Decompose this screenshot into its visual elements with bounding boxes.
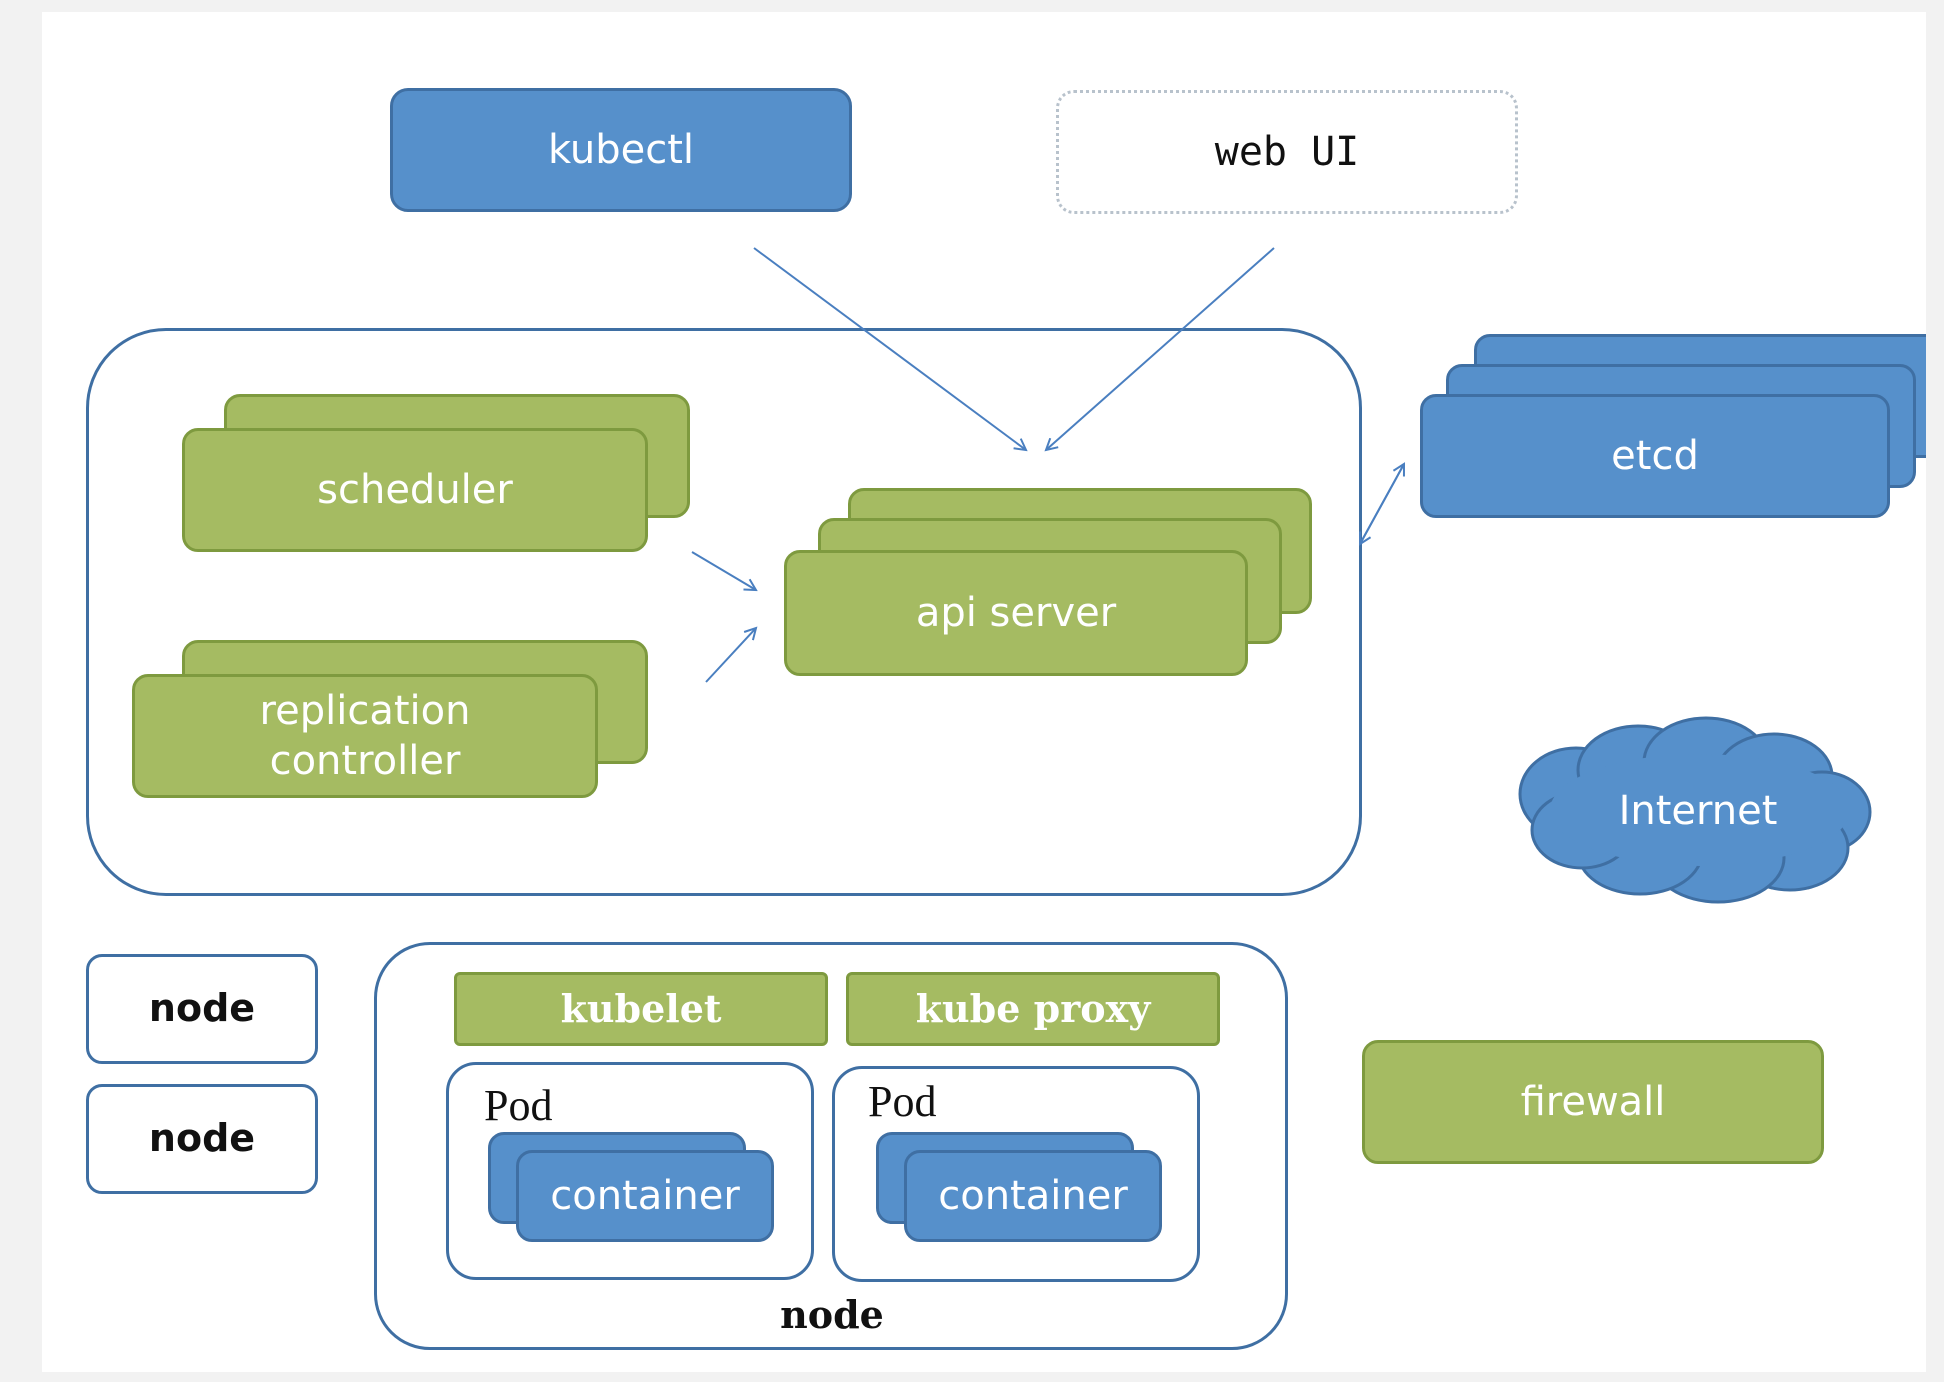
- arrow-api-to-etcd: [1359, 464, 1404, 545]
- web-ui-box: web UI: [1056, 90, 1518, 214]
- etcd-box: etcd: [1420, 394, 1890, 518]
- pod-1-container-label: container: [550, 1173, 740, 1219]
- etcd-label: etcd: [1611, 433, 1699, 479]
- internet-label: Internet: [1618, 788, 1778, 834]
- node-box-2: node: [86, 1084, 318, 1194]
- master-container: [86, 328, 1362, 896]
- scheduler-box: scheduler: [182, 428, 648, 552]
- firewall-label: firewall: [1520, 1079, 1666, 1125]
- node-box-1: node: [86, 954, 318, 1064]
- scheduler-label: scheduler: [317, 467, 513, 513]
- pod-label-2: Pod: [868, 1077, 937, 1126]
- node-label-1: node: [148, 986, 256, 1031]
- pod-2-container-box: container: [904, 1150, 1162, 1242]
- api-server-box: api server: [784, 550, 1248, 676]
- firewall-box: firewall: [1362, 1040, 1824, 1164]
- kube-proxy-label: kube proxy: [915, 986, 1151, 1032]
- kubelet-box: kubelet: [454, 972, 828, 1046]
- kubectl-label: kubectl: [547, 127, 695, 173]
- kube-proxy-box: kube proxy: [846, 972, 1220, 1046]
- architecture-diagram: kubectl web UI scheduler replication con…: [42, 12, 1926, 1372]
- main-node-label: node: [780, 1292, 884, 1337]
- node-label-2: node: [148, 1116, 256, 1161]
- pod-label-1: Pod: [484, 1081, 553, 1130]
- pod-2-container-label: container: [938, 1173, 1128, 1219]
- api-server-label: api server: [915, 590, 1117, 636]
- replication-controller-label: replication controller: [259, 688, 471, 784]
- pod-box-2: [832, 1066, 1200, 1282]
- web-ui-label: web UI: [1214, 129, 1360, 175]
- kubectl-box: kubectl: [390, 88, 852, 212]
- kubelet-label: kubelet: [560, 986, 722, 1032]
- main-node-container: [374, 942, 1288, 1350]
- replication-controller-box: replication controller: [132, 674, 598, 798]
- pod-1-container-box: container: [516, 1150, 774, 1242]
- pod-box-1: [446, 1062, 814, 1280]
- arrow-etcd-to-api: [1360, 463, 1405, 544]
- internet-cloud: Internet: [1528, 752, 1868, 870]
